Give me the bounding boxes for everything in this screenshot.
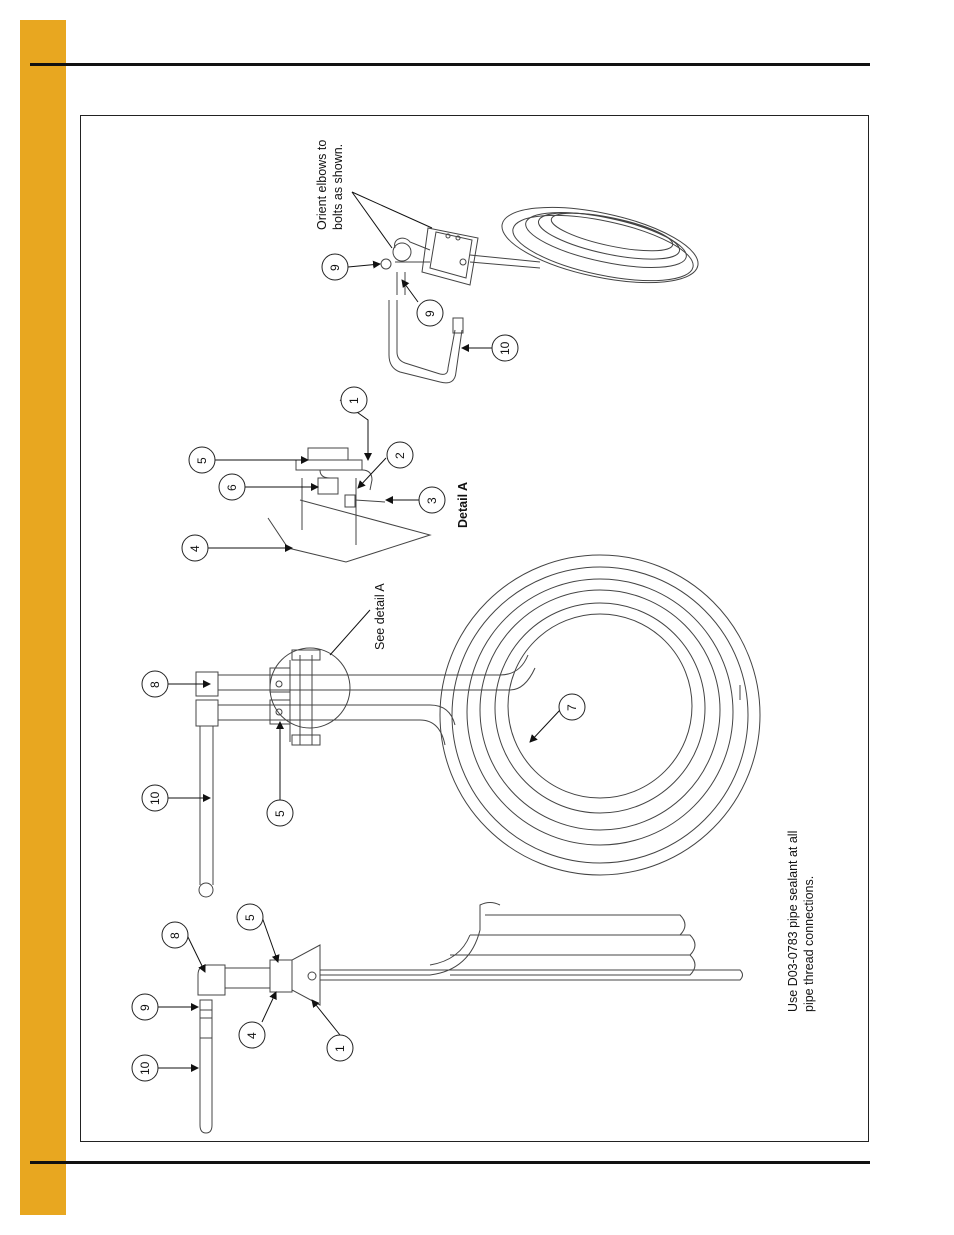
svg-text:5: 5 xyxy=(243,914,257,921)
callout-iso-10: 10 xyxy=(492,335,518,361)
sealant-note-line2: pipe thread connections. xyxy=(802,876,816,1012)
svg-text:10: 10 xyxy=(138,1061,152,1075)
svg-text:6: 6 xyxy=(225,484,239,491)
callout-detail-1: 1 xyxy=(341,387,367,413)
callout-detail-5: 5 xyxy=(189,447,215,473)
svg-text:9: 9 xyxy=(328,264,342,271)
callout-iso-9b: 9 xyxy=(417,300,443,326)
svg-text:10: 10 xyxy=(498,341,512,355)
sealant-note: Use D03-0783 pipe sealant at all pipe th… xyxy=(786,831,816,1012)
svg-text:8: 8 xyxy=(148,681,162,688)
callout-detail-6: 6 xyxy=(219,474,245,500)
svg-text:7: 7 xyxy=(565,704,579,711)
svg-text:2: 2 xyxy=(393,452,407,459)
svg-text:10: 10 xyxy=(148,791,162,805)
svg-text:3: 3 xyxy=(425,497,439,504)
isometric-view xyxy=(381,193,704,383)
svg-text:1: 1 xyxy=(333,1045,347,1052)
orient-elbows-note: Orient elbows to bolts as shown. xyxy=(315,140,345,230)
coil-top-view xyxy=(196,555,760,897)
callout-side-1: 1 xyxy=(327,1035,353,1061)
callout-top-8: 8 xyxy=(142,671,168,697)
callout-top-5: 5 xyxy=(267,800,293,826)
callout-side-4: 4 xyxy=(239,1022,265,1048)
callout-top-10: 10 xyxy=(142,785,168,811)
callout-detail-4: 4 xyxy=(182,535,208,561)
sealant-note-line1: Use D03-0783 pipe sealant at all xyxy=(786,831,800,1012)
svg-text:4: 4 xyxy=(245,1032,259,1039)
svg-text:8: 8 xyxy=(168,932,182,939)
svg-text:5: 5 xyxy=(273,810,287,817)
see-detail-note: See detail A xyxy=(373,583,387,650)
orient-note-line2: bolts as shown. xyxy=(331,144,345,230)
callout-detail-2: 2 xyxy=(387,442,413,468)
callout-side-5: 5 xyxy=(237,904,263,930)
svg-text:9: 9 xyxy=(138,1004,152,1011)
callout-side-8: 8 xyxy=(162,922,188,948)
callout-side-10: 10 xyxy=(132,1055,158,1081)
orient-note-line1: Orient elbows to xyxy=(315,140,329,230)
callout-detail-3: 3 xyxy=(419,487,445,513)
svg-text:5: 5 xyxy=(195,457,209,464)
side-elevation-view xyxy=(198,903,743,1134)
svg-text:9: 9 xyxy=(423,310,437,317)
callout-iso-9a: 9 xyxy=(322,254,348,280)
callout-side-9: 9 xyxy=(132,994,158,1020)
svg-text:1: 1 xyxy=(347,397,361,404)
detail-a-title: Detail A xyxy=(456,482,470,528)
svg-text:4: 4 xyxy=(188,545,202,552)
callout-top-7: 7 xyxy=(559,694,585,720)
